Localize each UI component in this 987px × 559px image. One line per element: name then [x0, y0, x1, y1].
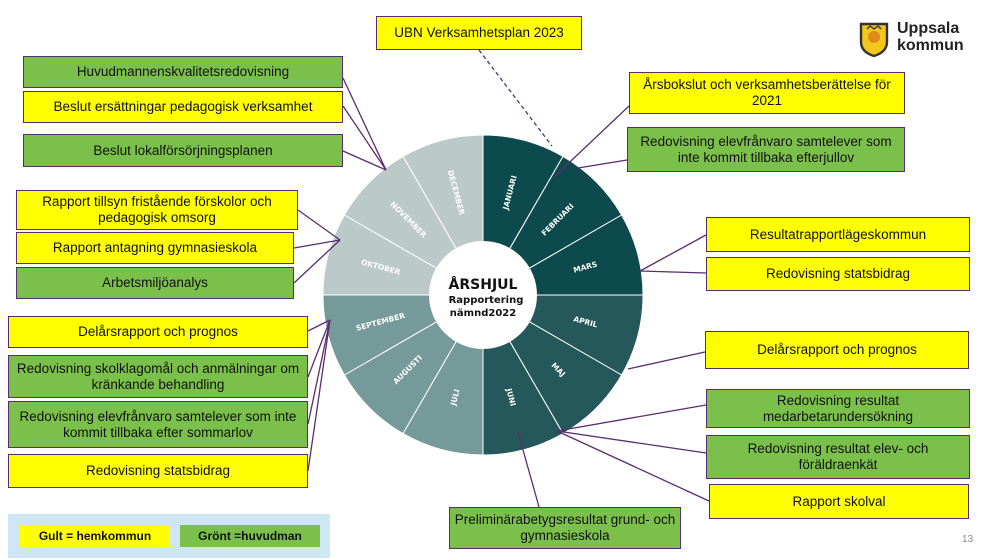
center-subtitle-1: Rapportering — [449, 295, 524, 306]
box-franvaro-jan: Redovisning elevfrånvaro samtelever som … — [627, 127, 905, 172]
page-number: 13 — [962, 534, 974, 545]
leader-arsbokslut — [554, 105, 630, 177]
box-skolval: Rapport skolval — [709, 484, 969, 519]
leader-franvaro-aug — [307, 319, 331, 425]
logo-line-2: kommun — [897, 37, 964, 54]
center-title: ÅRSHJUL — [449, 276, 518, 293]
leader-statsbidrag-left — [307, 319, 331, 472]
leader-huvudmannen — [342, 77, 387, 171]
leader-tillsyn — [297, 209, 341, 241]
leader-statsbidrag-mars — [639, 270, 707, 274]
leader-franvaro-jan — [577, 159, 628, 169]
box-arsbokslut: Årsbokslut och verksamhetsberättelse för… — [629, 72, 905, 114]
box-huvudmannen: Huvudmannenskvalitetsredovisning — [23, 56, 343, 88]
leader-klagomal — [307, 319, 331, 378]
box-franvaro-aug: Redovisning elevfrånvaro samtelever som … — [8, 401, 308, 448]
leader-beslut-lokal — [342, 150, 387, 171]
leader-lines — [293, 49, 710, 508]
box-delarsrapport-right: Delårsrapport och prognos — [705, 331, 969, 369]
box-beslut-ersattningar: Beslut ersättningar pedagogisk verksamhe… — [23, 91, 343, 123]
leader-ubn — [478, 49, 553, 147]
coat-of-arms-icon — [859, 22, 889, 58]
box-tillsyn: Rapport tillsyn fristående förskolor och… — [16, 190, 298, 230]
box-resultatrapport: Resultatrapportlägeskommun — [706, 217, 970, 252]
box-statsbidrag-mars: Redovisning statsbidrag — [706, 257, 970, 291]
uppsala-kommun-logo: Uppsala kommun — [857, 20, 987, 60]
center-subtitle-2: nämnd2022 — [450, 308, 516, 319]
legend-green: Grönt =huvudman — [180, 525, 320, 547]
logo-line-1: Uppsala — [897, 20, 960, 37]
box-arbetsmiljo: Arbetsmiljöanalys — [16, 267, 294, 299]
leader-resultatrapport — [639, 234, 707, 272]
box-betygsresultat: Preliminärabetygsresultat grund- och gym… — [449, 507, 681, 549]
legend-yellow: Gult = hemkommun — [20, 525, 170, 547]
leader-delars-right — [627, 351, 706, 370]
wheel-center — [429, 241, 537, 349]
leader-elevenkat — [556, 430, 707, 454]
leader-betyg — [517, 431, 540, 508]
box-medarbetar: Redovisning resultat medarbetarundersökn… — [706, 389, 970, 428]
leader-antagning — [293, 239, 341, 249]
leader-medarbetar — [556, 404, 707, 432]
month-label-juli: JULI — [448, 388, 461, 407]
box-klagomal: Redovisning skolklagomål och anmälningar… — [8, 355, 308, 398]
color-legend: Gult = hemkommun Grönt =huvudman — [8, 514, 330, 558]
box-ubn-plan: UBN Verksamhetsplan 2023 — [376, 16, 582, 50]
box-statsbidrag-left: Redovisning statsbidrag — [8, 454, 308, 488]
leader-beslut-ers — [342, 105, 387, 171]
box-antagning: Rapport antagning gymnasieskola — [16, 232, 294, 264]
box-beslut-lokal: Beslut lokalförsörjningsplanen — [23, 134, 343, 167]
box-elevenkat: Redovisning resultat elev- och föräldrae… — [706, 435, 970, 479]
leader-skolval — [556, 430, 710, 502]
box-delarsrapport-left: Delårsrapport och prognos — [8, 316, 308, 348]
leader-arbetsmiljo — [293, 239, 341, 284]
leader-delars-left — [307, 319, 331, 332]
